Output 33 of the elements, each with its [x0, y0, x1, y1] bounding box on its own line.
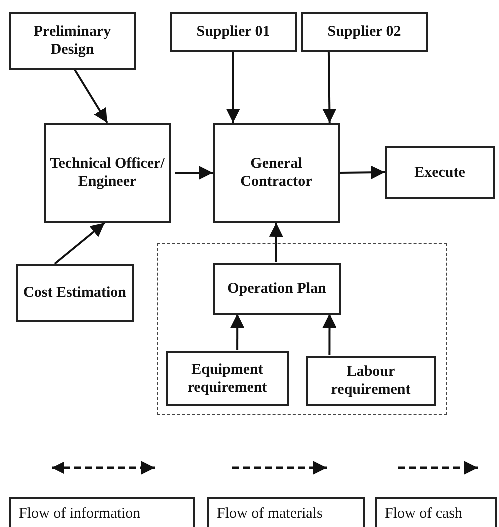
- box-label: Labour requirement: [330, 363, 412, 399]
- process-box: [306, 356, 436, 406]
- arrow: [322, 314, 337, 355]
- box-label: Technical Officer/ Engineer: [49, 155, 166, 191]
- arrow: [230, 314, 245, 350]
- arrow: [340, 166, 386, 180]
- arrow: [175, 166, 213, 180]
- process-box: [213, 123, 340, 223]
- process-box: [385, 146, 495, 199]
- box-label: General Contractor: [240, 155, 314, 191]
- process-box: [166, 351, 289, 406]
- process-box: [16, 264, 134, 322]
- process-box: [213, 263, 341, 315]
- legend-text: Flow of cash: [385, 505, 462, 524]
- box-label: Supplier 01: [196, 23, 272, 41]
- arrow: [74, 69, 108, 124]
- box-label: Equipment requirement: [186, 360, 268, 396]
- box-label: Execute: [414, 164, 466, 182]
- box-label: Operation Plan: [226, 280, 328, 298]
- process-box: [9, 12, 136, 70]
- box-label: Supplier 02: [326, 23, 402, 41]
- arrow: [226, 52, 240, 123]
- legend-text: Flow of materials: [217, 505, 323, 524]
- arrow: [269, 222, 284, 262]
- process-box: [301, 12, 428, 52]
- legend-text: Flow of information: [19, 505, 141, 524]
- process-box: [170, 12, 297, 52]
- box-label: Cost Estimation: [22, 284, 128, 302]
- box-label: Preliminary Design: [32, 23, 112, 59]
- arrow: [322, 52, 337, 124]
- dashed-group-box: [157, 243, 447, 415]
- arrow: [54, 222, 106, 265]
- process-box: [44, 123, 171, 223]
